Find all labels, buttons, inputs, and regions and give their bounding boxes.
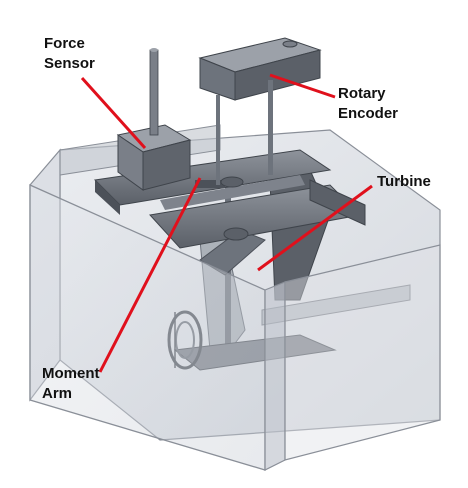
turbine-leader: [257, 184, 373, 272]
rotary-encoder-block: [198, 37, 322, 185]
moment-arm-label: Moment Arm: [42, 365, 104, 402]
leader-lines: [80, 73, 373, 373]
moment-arm-leader: [98, 177, 202, 373]
top-frame: [93, 149, 366, 249]
force-sensor-leader: [80, 76, 147, 150]
turbine-label: Turbine: [377, 173, 431, 190]
tank-front-wall: [29, 183, 441, 471]
rotary-encoder-leader: [269, 73, 336, 99]
force-sensor-block: [116, 48, 192, 191]
rotary-encoder-label: Rotary Encoder: [338, 85, 398, 122]
force-sensor-label: Force Sensor: [44, 35, 95, 72]
